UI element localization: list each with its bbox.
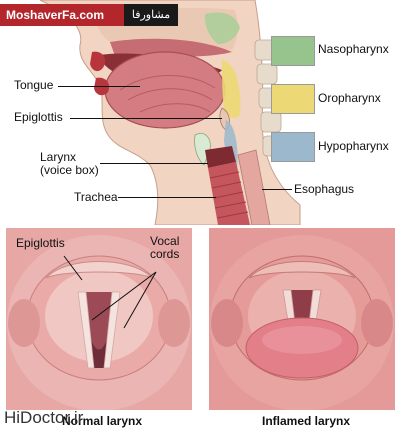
site-watermark-text: MoshaverFa.com (0, 4, 124, 26)
label-larynx: Larynx (40, 150, 77, 164)
inflamed-larynx-panel (209, 228, 395, 411)
leader-line-larynx (100, 163, 208, 164)
legend-swatch-hypopharynx (271, 132, 315, 162)
leader-line-esophagus (262, 189, 292, 190)
legend-label-nasopharynx: Nasopharynx (318, 42, 389, 56)
normal-larynx-panel: Epiglottis Vocal cords (6, 228, 192, 411)
leader-line-tongue (58, 86, 140, 87)
legend-swatch-nasopharynx (271, 36, 315, 66)
label-esophagus: Esophagus (294, 182, 355, 196)
legend-label-oropharynx: Oropharynx (318, 91, 381, 105)
legend-swatch-oropharynx (271, 84, 315, 114)
normal-larynx-illustration (6, 228, 192, 411)
throat-anatomy-illustration (39, 0, 301, 226)
leader-line-epiglottis (70, 118, 222, 119)
label-epiglottis: Epiglottis (14, 110, 63, 124)
label-tongue: Tongue (14, 78, 54, 92)
label-epiglottis-normal: Epiglottis (16, 236, 65, 250)
legend-label-hypopharynx: Hypopharynx (318, 139, 389, 153)
site-watermark-banner: MoshaverFa.com مشاورفا (0, 4, 178, 26)
leader-line-trachea (118, 197, 216, 198)
label-larynx-subtitle: (voice box) (40, 163, 99, 177)
site-watermark-fa-text: مشاورفا (124, 4, 178, 26)
label-vocal-cords-line1: Vocal (150, 234, 180, 248)
label-trachea: Trachea (74, 190, 118, 204)
label-vocal-cords-line2: cords (150, 247, 180, 261)
inflamed-larynx-illustration (209, 228, 395, 411)
throat-anatomy-diagram: MoshaverFa.com مشاورفا Tongue Epiglottis… (0, 0, 389, 226)
caption-inflamed-larynx: Inflamed larynx (262, 414, 351, 428)
footer-watermark: HiDoctor.ir (4, 408, 84, 427)
caption-normal-larynx: Normal larynx (62, 414, 143, 428)
